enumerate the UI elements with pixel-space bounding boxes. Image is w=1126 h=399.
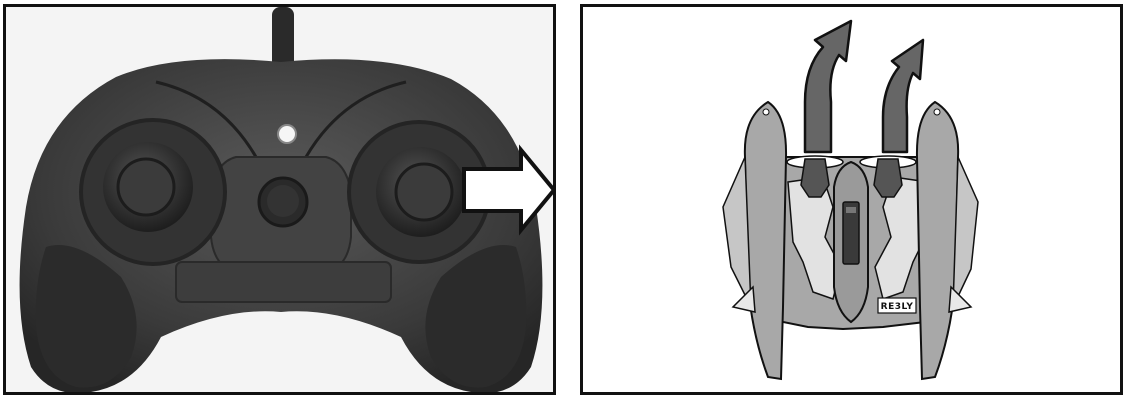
right-stick-cap (396, 164, 452, 220)
center-button-cap (267, 185, 299, 217)
right-motor (874, 159, 902, 197)
controller-illustration (6, 7, 553, 392)
controller-photo-panel (3, 4, 556, 395)
aircraft-diagram-panel: RE3LY (580, 4, 1123, 395)
up-arrow-right-icon (883, 40, 923, 152)
right-wing-flap (953, 157, 978, 307)
right-wing-hole (934, 109, 940, 115)
left-wing (745, 102, 786, 379)
power-led-icon (278, 125, 296, 143)
lower-panel (176, 262, 391, 302)
aircraft-illustration: RE3LY (583, 7, 1120, 392)
battery-terminal (846, 207, 856, 213)
left-motor (801, 159, 829, 197)
right-wing (917, 102, 958, 379)
left-wing-hole (763, 109, 769, 115)
up-arrow-left-icon (805, 21, 851, 152)
left-stick-cap (118, 159, 174, 215)
brand-label: RE3LY (881, 302, 914, 312)
